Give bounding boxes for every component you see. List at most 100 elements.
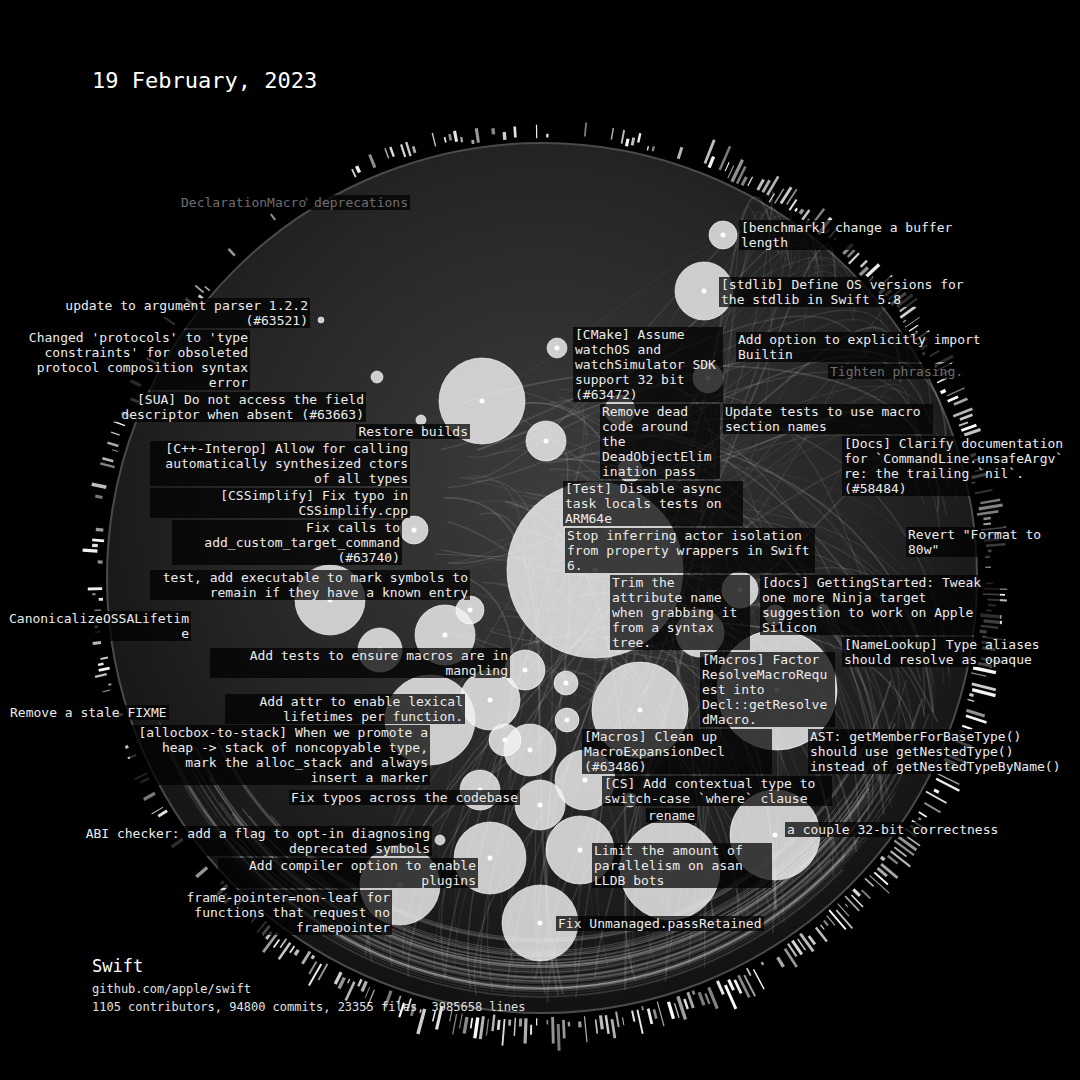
edit-streak (496, 212, 781, 541)
file-tick (406, 142, 410, 156)
file-tick (491, 128, 495, 134)
file-tick (508, 1020, 511, 1026)
file-tick (881, 864, 897, 878)
bubble-centre (773, 833, 778, 838)
file-tick (96, 528, 104, 532)
file-tick (83, 549, 98, 553)
file-tick (432, 133, 435, 146)
file-tick (453, 1014, 457, 1034)
file-tick (103, 690, 110, 692)
file-tick (637, 1010, 642, 1034)
file-tick (335, 972, 341, 984)
file-tick (546, 1020, 548, 1024)
file-tick (302, 951, 310, 963)
file-tick (536, 125, 537, 139)
commit-message: update to argument parser 1.2.2 (#63521) (50, 298, 310, 328)
file-tick (98, 560, 103, 563)
file-tick (769, 193, 774, 202)
file-tick (445, 137, 446, 143)
file-tick (747, 968, 751, 975)
file-tick (669, 1002, 674, 1019)
file-tick (390, 147, 394, 157)
file-tick (959, 422, 968, 425)
commit-message: [allocbox-to-stack] When we promote a he… (130, 725, 430, 785)
commit-message: [C++-Interop] Allow for calling automati… (150, 441, 410, 486)
file-tick (523, 1018, 527, 1043)
file-tick (762, 962, 764, 965)
date-title: 19 February, 2023 (90, 68, 319, 94)
bubble-centre (538, 803, 543, 808)
commit-message: Trim the attribute name when grabbing it… (610, 575, 750, 650)
commit-message: test, add executable to mark symbols to … (150, 570, 470, 600)
file-tick (271, 214, 275, 220)
file-tick (92, 540, 104, 541)
file-tick (705, 994, 709, 1004)
edit-streak (459, 223, 771, 479)
commit-message: rename (646, 808, 697, 823)
file-tick (809, 936, 815, 944)
file-tick (829, 910, 846, 929)
file-tick (309, 961, 316, 974)
bubble-centre (578, 848, 583, 853)
file-tick (263, 933, 277, 952)
commit-message: [Macros] Clean up MacroExpansionDecl (#6… (582, 729, 772, 774)
file-tick (816, 928, 827, 942)
commit-message: [SUA] Do not access the field descriptor… (106, 392, 366, 422)
file-tick (92, 484, 107, 487)
directory-bubble (400, 516, 428, 544)
directory-bubble (456, 596, 484, 624)
directory-bubble (489, 724, 521, 756)
file-tick (654, 1009, 656, 1018)
file-tick (688, 992, 694, 1008)
file-tick (641, 1006, 644, 1010)
commit-message: AST: getMemberForBaseType() should use g… (808, 729, 1070, 774)
commit-message: [CMake] Assume watchOS and watchSimulato… (573, 327, 723, 402)
file-tick (969, 694, 973, 695)
file-tick (95, 674, 107, 677)
directory-bubble (505, 650, 545, 690)
file-tick (899, 837, 917, 850)
bubble-centre (412, 528, 417, 533)
file-tick (546, 134, 549, 138)
file-tick (972, 690, 995, 696)
commit-message: Stop inferring actor isolation from prop… (565, 528, 815, 573)
file-tick (195, 286, 203, 293)
file-tick (861, 261, 867, 267)
file-tick (568, 1022, 571, 1027)
file-tick (99, 668, 110, 670)
file-tick (493, 1015, 495, 1032)
file-tick (111, 432, 120, 435)
file-tick (874, 872, 888, 884)
commit-message: frame-pointer=non-leaf for functions tha… (132, 890, 392, 935)
file-tick (358, 979, 361, 986)
file-tick (845, 904, 848, 907)
file-tick (888, 856, 898, 864)
file-tick (878, 868, 887, 876)
file-tick (144, 793, 155, 799)
edit-streak (436, 272, 828, 616)
bubble-centre (443, 633, 448, 638)
file-tick (93, 642, 101, 643)
file-tick (108, 683, 111, 686)
file-tick (985, 567, 991, 568)
commit-message: [Docs] Clarify documentation for `Comman… (842, 436, 1072, 496)
file-tick (948, 397, 958, 402)
bubble-centre (565, 718, 570, 723)
file-tick (836, 910, 852, 928)
file-tick (960, 415, 973, 420)
file-tick (562, 1020, 566, 1039)
commit-message: [docs] GettingStarted: Tweak one more Ni… (760, 575, 1000, 635)
commit-message: Update tests to use macro section names (723, 404, 933, 434)
file-tick (919, 812, 927, 817)
file-tick (964, 430, 980, 436)
bubble-centre (721, 233, 726, 238)
commit-message: Add compiler option to enable plugins (218, 858, 478, 888)
bubble-centre (638, 708, 643, 713)
file-tick (357, 166, 360, 172)
file-tick (585, 1016, 588, 1042)
file-tick (348, 979, 350, 983)
file-tick (647, 146, 648, 150)
commit-message: [CSSimplify] Fix typo in CSSimplify.cpp (150, 488, 410, 518)
bubble-centre (503, 738, 508, 743)
